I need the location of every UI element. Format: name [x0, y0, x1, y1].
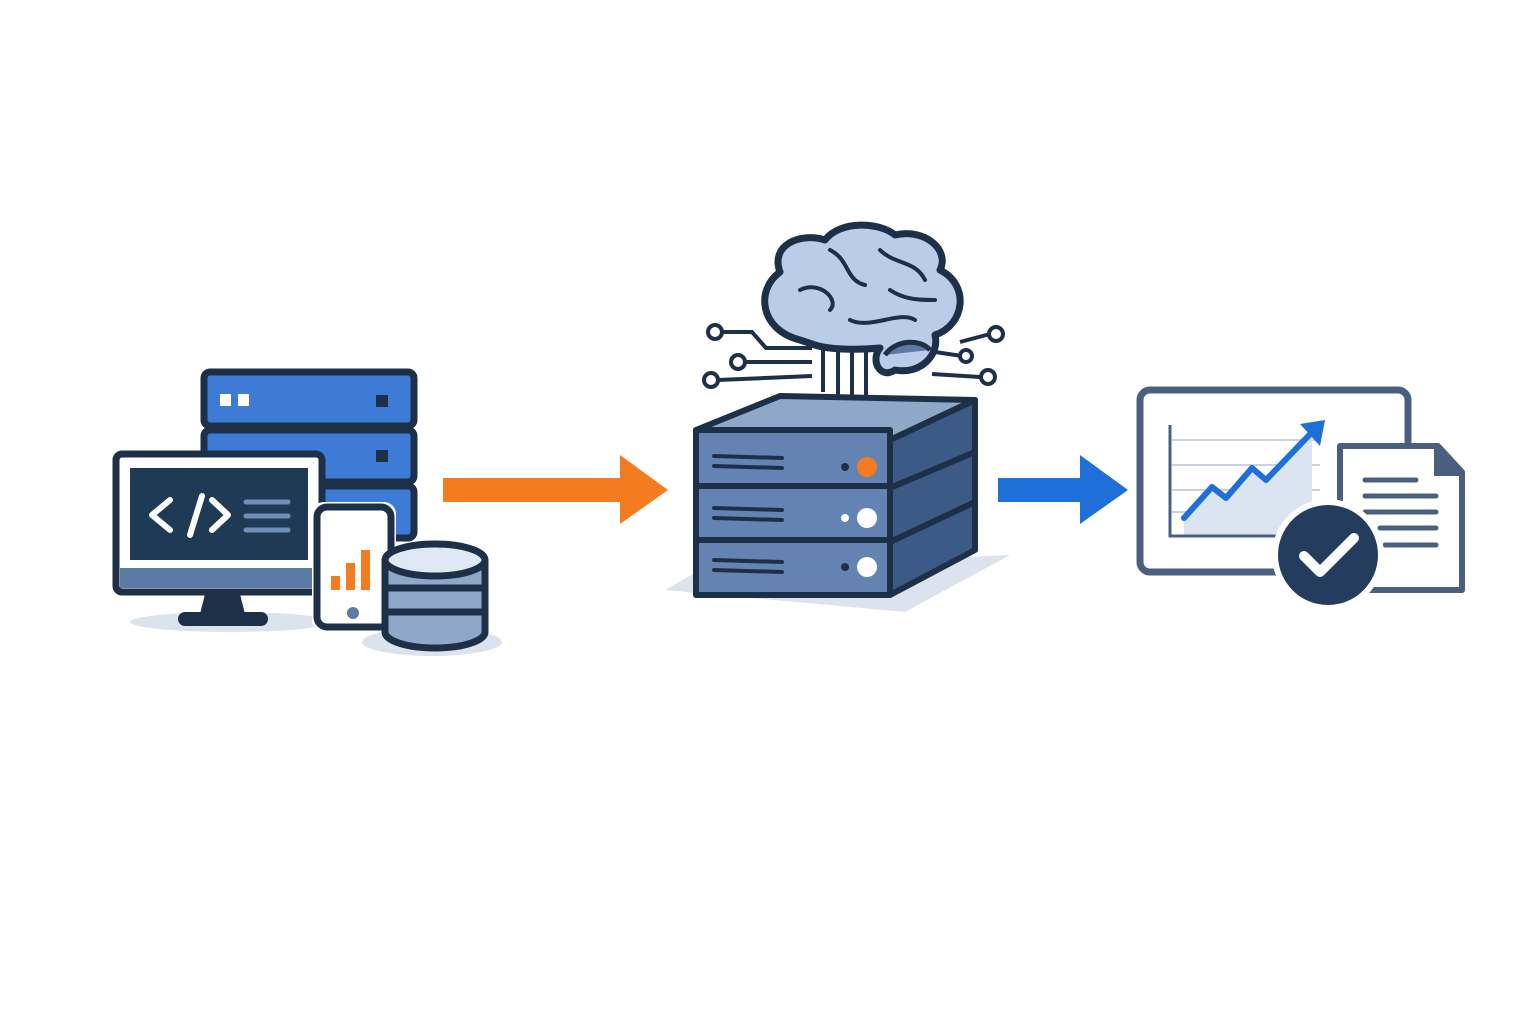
data-sources-group [112, 368, 502, 656]
arrow-right-icon [443, 455, 668, 524]
brain-icon [761, 221, 964, 376]
circuit-lines-icon [702, 323, 1005, 418]
arrow-right-icon [998, 455, 1128, 524]
database-icon [381, 540, 489, 652]
smartphone-chart-icon [312, 502, 396, 632]
checkmark-circle-icon [1272, 499, 1384, 611]
processing-group [665, 221, 1010, 612]
output-group [1136, 386, 1465, 611]
monitor-code-icon [112, 450, 326, 626]
server-stack-icon [693, 393, 978, 598]
